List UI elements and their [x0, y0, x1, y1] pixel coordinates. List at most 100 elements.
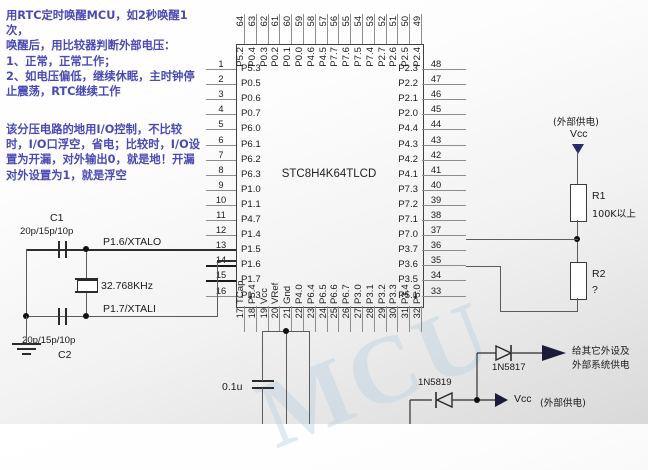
pin-lead-top-62 [267, 14, 269, 44]
wire-to-ground [26, 316, 28, 344]
pin-name-P7.1: P7.1 [398, 214, 418, 225]
pin-lead-left-5 [206, 129, 236, 131]
label-p17-xtali: P1.7/XTALI [103, 303, 156, 315]
pin-lead-top-55 [350, 14, 352, 44]
pin-number-10: 10 [215, 194, 227, 205]
pin-lead-right-38 [422, 220, 466, 221]
wire-r2-return-h [500, 311, 578, 313]
pin-lead-right-40 [422, 189, 466, 191]
pin-number-2: 2 [218, 74, 224, 85]
pin-number-55: 55 [341, 16, 352, 27]
pin-name-P7.0: P7.0 [398, 229, 418, 241]
pin-name-Vcc: Vcc [258, 288, 270, 304]
pin-number-54: 54 [353, 16, 363, 27]
pin-name-P3.0: P3.0 [353, 284, 364, 304]
pin-name-P0.1: P0.1 [282, 47, 294, 67]
pin-name-P2.1: P2.1 [398, 93, 418, 105]
pin-name-P4.6: P4.6 [305, 47, 317, 67]
pin-name-P6.0: P6.0 [241, 123, 261, 135]
ground-bar-2 [17, 348, 36, 350]
pin-name-VRef: VRef [270, 282, 282, 304]
pin-number-15: 15 [215, 270, 227, 281]
wire-cap-left-vertical [26, 249, 28, 317]
pin-name-P0.5: P0.5 [241, 78, 261, 90]
pin-lead-bottom-24 [326, 306, 328, 332]
pin-number-27: 27 [353, 308, 363, 319]
capacitor-c1-value: 20p/15p/10p [20, 226, 74, 237]
pin-number-57: 57 [317, 16, 328, 27]
pin-name-P4.4: P4.4 [398, 123, 418, 135]
pin-number-17: 17 [235, 308, 245, 319]
pin-lead-bottom-26 [350, 306, 352, 332]
pin-number-36: 36 [430, 240, 442, 251]
power-vcc-note: (外部供电) [540, 398, 586, 409]
pin-name-P3.1: P3.1 [364, 284, 376, 304]
pin-name-P6.5: P6.5 [317, 284, 329, 304]
pin-number-30: 30 [388, 308, 399, 319]
note-divider-io: 该分压电路的地用I/O控制，不比较 时，I/O口浮空，省电；比较时，I/O设 置… [6, 123, 201, 182]
pin-lead-top-54 [362, 14, 363, 44]
pin-lead-right-48 [422, 69, 466, 70]
note-rtc-wakeup: 用RTC定时唤醒MCU，如2秒唤醒1次， 唤醒后，用比较器判断外部电压： 1、正… [6, 9, 195, 99]
pin-lead-left-11 [206, 220, 236, 221]
pin-name-P4.3: P4.3 [398, 138, 418, 150]
pin-number-22: 22 [294, 308, 304, 319]
wire-vcc-down [262, 332, 264, 381]
pin-name-P4.0: P4.0 [294, 284, 305, 304]
pin-lead-bottom-32 [421, 306, 422, 332]
pin-lead-top-58 [314, 14, 316, 44]
pin-number-11: 11 [216, 210, 226, 220]
wire-r2-return-v [500, 266, 502, 312]
wire-crystal-bottom [86, 290, 88, 317]
pin-name-P1.0: P1.0 [241, 183, 261, 195]
pin-name-P1.1: P1.1 [241, 198, 261, 210]
pin-lead-right-39 [422, 204, 466, 206]
pin-name-P1.7: P1.7 [241, 274, 261, 286]
pin-lead-top-49 [421, 14, 422, 44]
pin-lead-left-8 [206, 174, 236, 176]
pin-name-P2.2: P2.2 [398, 78, 418, 90]
node-vref-vcc [283, 328, 289, 334]
pin-name-P7.6: P7.6 [341, 47, 353, 67]
pin-name-P0.7: P0.7 [241, 108, 261, 120]
pin-name-P5.0: P5.0 [412, 284, 423, 304]
capacitor-c2-value: 20p/15p/10p [22, 335, 76, 346]
pin-number-20: 20 [270, 308, 281, 319]
pin-number-40: 40 [430, 179, 442, 190]
pin-lead-right-35 [422, 265, 466, 267]
crystal-frequency-label: 32.768KHz [101, 280, 153, 292]
pin-number-7: 7 [218, 149, 224, 160]
pin-number-8: 8 [218, 164, 224, 175]
pin-number-60: 60 [282, 16, 293, 27]
wire-pin15-lead [217, 260, 236, 262]
pin-number-26: 26 [341, 308, 352, 319]
node-xtali [83, 313, 89, 319]
pin-lead-left-2 [206, 84, 236, 86]
pin-lead-bottom-22 [303, 306, 304, 332]
pin-lead-left-1 [206, 69, 236, 70]
pin-lead-bottom-31 [409, 306, 411, 332]
pin-name-P4.2: P4.2 [398, 153, 418, 165]
pin-name-P6.3: P6.3 [241, 168, 261, 180]
wire-xtali-vertical [217, 260, 219, 317]
pin-name-P0.2: P0.2 [270, 47, 282, 67]
pin-lead-top-57 [326, 14, 328, 44]
pin-name-P4.1: P4.1 [398, 168, 418, 180]
wire-gnd-down [262, 388, 264, 424]
pin-name-Gnd: Gnd [282, 285, 294, 304]
pin-lead-left-10 [206, 204, 236, 206]
pin-number-61: 61 [270, 16, 281, 27]
schematic-canvas: MCU 用RTC定时唤醒MCU，如2秒唤醒1次， 唤醒后，用比较器判断外部电压：… [6, 9, 636, 468]
wire-r1-to-node [577, 220, 579, 246]
pin-name-P5.3: P5.3 [241, 63, 261, 74]
diode-1n5819-label: 1N5819 [418, 377, 452, 388]
pin-name-P1.6: P1.6 [241, 259, 261, 271]
pin-number-25: 25 [329, 308, 340, 319]
wire-node-to-p37 [466, 239, 578, 241]
pin-lead-left-3 [206, 99, 236, 101]
pin-name-P6.2: P6.2 [241, 153, 261, 165]
capacitor-c2-label: C2 [58, 349, 72, 361]
pin-name-P2.7: P2.7 [376, 47, 388, 67]
pin-number-42: 42 [430, 149, 442, 160]
pin-number-63: 63 [246, 16, 257, 27]
